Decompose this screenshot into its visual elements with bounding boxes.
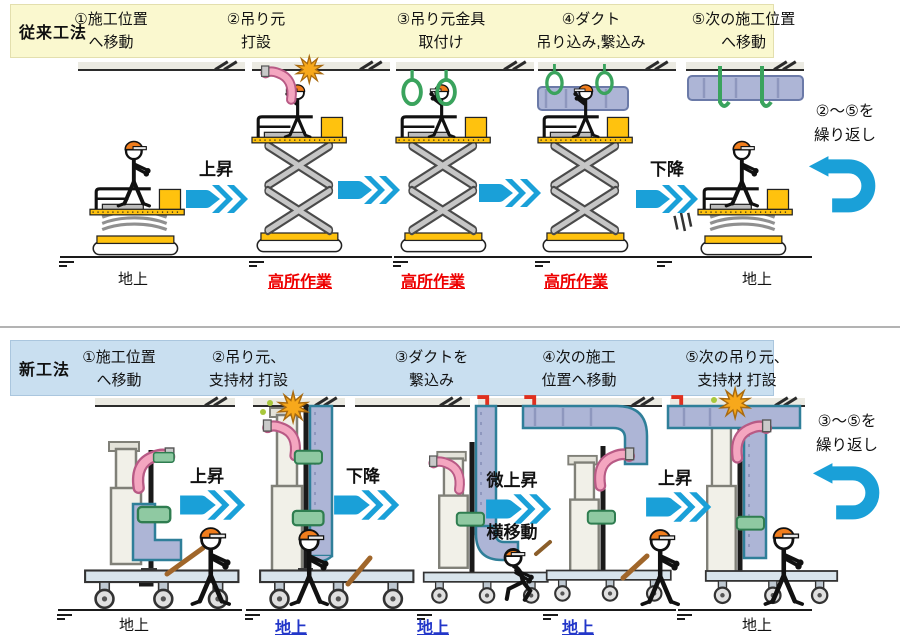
- installed-duct-and-moving-lift-illustration: [673, 66, 804, 256]
- transition-label: 上昇: [190, 467, 224, 486]
- scissor-lift-anchor-driving-illustration: [250, 55, 348, 253]
- ground-line: [657, 256, 812, 267]
- cart-handle: [164, 545, 206, 577]
- right-arrow-icon: [636, 185, 698, 213]
- high-work-label: 高所作業: [267, 274, 332, 291]
- high-work-label: 高所作業: [543, 274, 608, 291]
- ground-label-highlight: 地上: [416, 620, 449, 637]
- transition-label: 横移動: [486, 523, 538, 542]
- right-arrow-icon: [338, 176, 400, 204]
- new-step-5: ⑤次の吊り元、支持材 打設: [685, 349, 789, 389]
- impact-starburst-icon: [295, 55, 323, 84]
- conventional-step-3: ③吊り元金具取付け: [396, 11, 486, 51]
- duct-hanger-strap: [760, 66, 773, 108]
- conventional-header-band: 従来工法 ①施工位置へ移動 ②吊り元打設 ③吊り元金具取付け ④ダクト吊り込み,…: [10, 4, 795, 58]
- right-arrow-icon: [186, 185, 248, 213]
- scissor-lift-fitting-attach-illustration: [394, 68, 492, 253]
- ground-line: [677, 609, 812, 620]
- ground-label: 地上: [117, 271, 148, 288]
- ceiling: [686, 60, 804, 71]
- mast-lift-cart-loaded-illustration: [83, 440, 240, 610]
- ground-line: [249, 256, 392, 267]
- ground-label: 地上: [741, 271, 772, 288]
- ground-line: [417, 609, 544, 620]
- repeat-loop-arrow-icon: [812, 462, 890, 520]
- motion-marks-icon: [673, 211, 693, 232]
- transition-label: 微上昇: [486, 471, 538, 490]
- high-work-label: 高所作業: [400, 274, 465, 291]
- right-arrow-icon: [646, 492, 712, 522]
- cart-handle: [345, 555, 373, 587]
- hand-tool: [534, 540, 552, 556]
- repeat-loop-arrow-icon: [808, 155, 886, 213]
- right-arrow-icon: [479, 179, 541, 207]
- transition-label: 上昇: [199, 160, 233, 179]
- right-arrow-icon: [180, 490, 246, 520]
- right-arrow-icon: [334, 490, 400, 520]
- new-method-label: 新工法: [19, 362, 71, 379]
- ceiling: [396, 60, 534, 71]
- new-step-3: ③ダクトを繋込み: [394, 349, 469, 389]
- ground-label: 地上: [118, 617, 149, 634]
- ceiling: [95, 396, 235, 407]
- repeat-note-conventional: ②～⑤を 繰り返し: [813, 103, 876, 144]
- new-step-2: ②吊り元、支持材 打設: [208, 349, 289, 389]
- transition-label: 下降: [650, 160, 684, 179]
- new-step-1: ①施工位置へ移動: [82, 349, 156, 389]
- ground-label-highlight: 地上: [561, 620, 594, 637]
- conventional-step-5: ⑤次の施工位置へ移動: [691, 11, 796, 51]
- installed-duct-with-drop: [666, 404, 802, 560]
- installed-duct-elbow: [521, 404, 649, 466]
- conventional-step-1: ①施工位置へ移動: [74, 11, 148, 51]
- new-step-4: ④次の施工位置へ移動: [541, 349, 617, 389]
- ground-line: [57, 609, 242, 620]
- transition-label: 上昇: [658, 469, 692, 488]
- mast-lift-next-anchoring-illustration: [666, 387, 839, 613]
- ground-label: 地上: [741, 617, 772, 634]
- transition-label: 下降: [346, 467, 380, 486]
- mast-lift-raised-anchoring-illustration: [248, 391, 415, 610]
- ground-line: [543, 609, 676, 620]
- ceiling: [538, 60, 676, 71]
- hanger-ring-icon: [401, 68, 423, 107]
- ground-line: [245, 609, 418, 620]
- section-divider: [0, 326, 900, 328]
- conventional-step-2: ②吊り元打設: [226, 11, 286, 51]
- mast-lift-moving-next-illustration: [521, 395, 690, 613]
- ground-line: [535, 256, 678, 267]
- conventional-method-label: 従来工法: [19, 25, 88, 42]
- repeat-note-new: ③～⑤を 繰り返し: [815, 413, 878, 454]
- cart-handle: [620, 553, 650, 581]
- conventional-step-4: ④ダクト吊り込み,繋込み: [536, 11, 646, 51]
- installed-duct: [687, 75, 804, 101]
- new-method-header-band: 新工法 ①施工位置へ移動 ②吊り元、支持材 打設 ③ダクトを繋込み ④次の施工位…: [10, 340, 789, 396]
- ground-label-highlight: 地上: [274, 620, 307, 637]
- ground-line: [59, 256, 252, 267]
- ceiling: [355, 396, 470, 407]
- ground-line: [393, 256, 536, 267]
- ceiling: [78, 60, 245, 71]
- anchor-tool-icon: [262, 66, 292, 100]
- duct-hanger-strap: [718, 66, 731, 108]
- scissor-lift-duct-hoist-illustration: [536, 62, 634, 253]
